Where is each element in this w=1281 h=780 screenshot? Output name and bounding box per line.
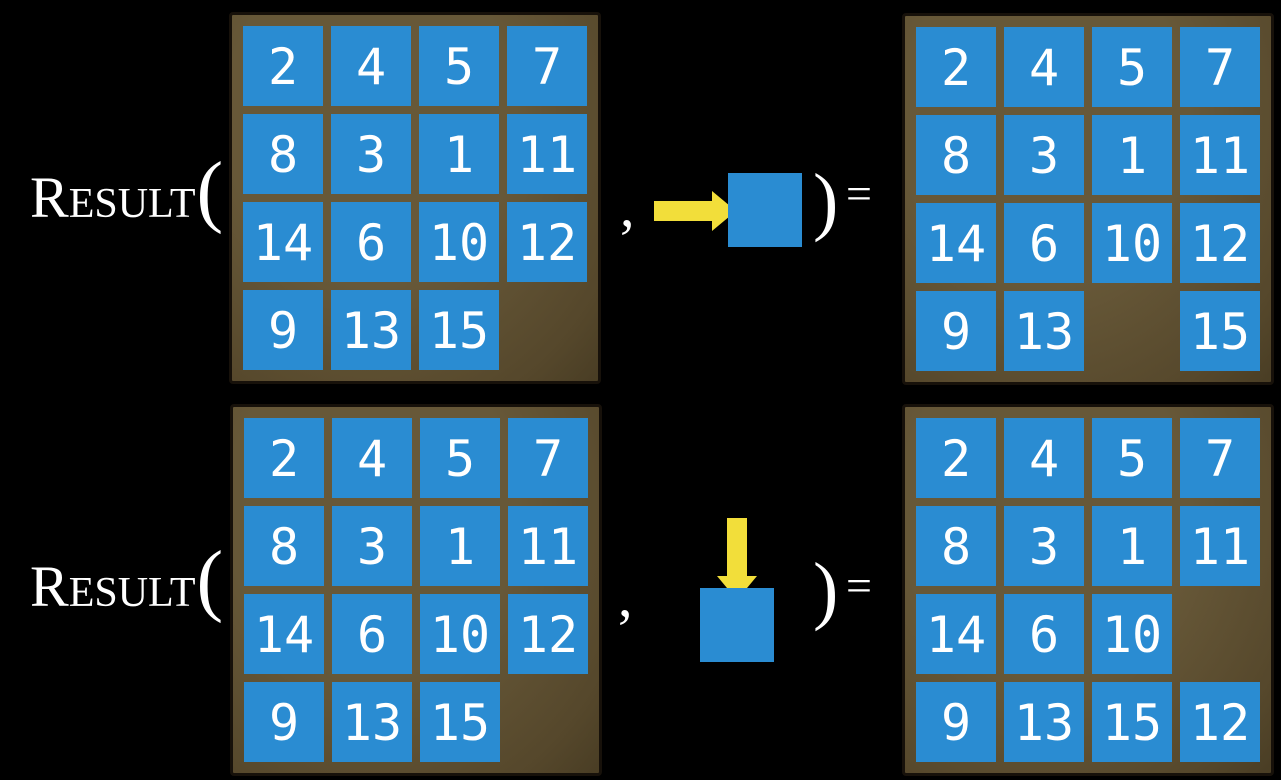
puzzle-tile-11: 11 bbox=[507, 114, 587, 194]
puzzle-tile-5: 5 bbox=[1092, 27, 1172, 107]
puzzle-tile-15: 15 bbox=[419, 290, 499, 370]
puzzle-tile-3: 3 bbox=[1004, 115, 1084, 195]
puzzle-tile-6: 6 bbox=[1004, 594, 1084, 674]
puzzle-tile-8: 8 bbox=[916, 115, 996, 195]
result-function-label: R ESULT ( bbox=[30, 540, 223, 620]
puzzle-tile-5: 5 bbox=[419, 26, 499, 106]
puzzle-tile-2: 2 bbox=[916, 27, 996, 107]
puzzle-tile-14: 14 bbox=[916, 594, 996, 674]
puzzle-tile-4: 4 bbox=[331, 26, 411, 106]
open-paren: ( bbox=[196, 536, 224, 624]
empty-cell bbox=[508, 682, 588, 762]
puzzle-tile-8: 8 bbox=[244, 506, 324, 586]
comma-separator: , bbox=[618, 564, 633, 629]
puzzle-tile-13: 13 bbox=[332, 682, 412, 762]
open-paren: ( bbox=[196, 147, 224, 235]
equals-sign: = bbox=[846, 168, 872, 219]
puzzle-tile-13: 13 bbox=[1004, 682, 1084, 762]
puzzle-tile-9: 9 bbox=[916, 682, 996, 762]
puzzle-tile-4: 4 bbox=[332, 418, 412, 498]
puzzle-tile-3: 3 bbox=[1004, 506, 1084, 586]
puzzle-tile-12: 12 bbox=[1180, 203, 1260, 283]
empty-cell bbox=[1180, 594, 1260, 674]
puzzle-tile-14: 14 bbox=[244, 594, 324, 674]
puzzle-tile-12: 12 bbox=[1180, 682, 1260, 762]
puzzle-tile-1: 1 bbox=[1092, 115, 1172, 195]
puzzle-tile-6: 6 bbox=[1004, 203, 1084, 283]
function-name-initial: R bbox=[30, 165, 69, 230]
puzzle-tile-7: 7 bbox=[507, 26, 587, 106]
function-name-initial: R bbox=[30, 554, 69, 619]
arrow-right-icon bbox=[654, 191, 736, 231]
puzzle-tile-3: 3 bbox=[332, 506, 412, 586]
puzzle-tile-2: 2 bbox=[916, 418, 996, 498]
puzzle-tile-11: 11 bbox=[1180, 115, 1260, 195]
puzzle-tile-11: 11 bbox=[1180, 506, 1260, 586]
puzzle-tile-7: 7 bbox=[1180, 418, 1260, 498]
action-tile-icon bbox=[728, 173, 802, 247]
puzzle-tile-15: 15 bbox=[1180, 291, 1260, 371]
puzzle-tile-9: 9 bbox=[243, 290, 323, 370]
puzzle-tile-4: 4 bbox=[1004, 27, 1084, 107]
puzzle-tile-5: 5 bbox=[420, 418, 500, 498]
result-function-label: R ESULT ( bbox=[30, 151, 223, 231]
puzzle-tile-10: 10 bbox=[1092, 594, 1172, 674]
equals-sign: = bbox=[846, 560, 872, 611]
puzzle-tile-3: 3 bbox=[331, 114, 411, 194]
puzzle-tile-1: 1 bbox=[419, 114, 499, 194]
function-name-rest: ESULT bbox=[68, 181, 196, 227]
puzzle-tile-12: 12 bbox=[507, 202, 587, 282]
puzzle-tile-9: 9 bbox=[916, 291, 996, 371]
puzzle-tile-11: 11 bbox=[508, 506, 588, 586]
puzzle-tile-12: 12 bbox=[508, 594, 588, 674]
puzzle-tile-10: 10 bbox=[1092, 203, 1172, 283]
puzzle-tile-10: 10 bbox=[420, 594, 500, 674]
puzzle-tile-6: 6 bbox=[332, 594, 412, 674]
puzzle-tile-15: 15 bbox=[420, 682, 500, 762]
puzzle-tile-2: 2 bbox=[244, 418, 324, 498]
puzzle-tile-10: 10 bbox=[419, 202, 499, 282]
puzzle-tile-6: 6 bbox=[331, 202, 411, 282]
puzzle-tile-1: 1 bbox=[1092, 506, 1172, 586]
comma-separator: , bbox=[620, 174, 635, 239]
puzzle-tile-15: 15 bbox=[1092, 682, 1172, 762]
puzzle-tile-2: 2 bbox=[243, 26, 323, 106]
puzzle-tile-1: 1 bbox=[420, 506, 500, 586]
puzzle-tile-8: 8 bbox=[243, 114, 323, 194]
puzzle-tile-13: 13 bbox=[331, 290, 411, 370]
puzzle-tile-7: 7 bbox=[508, 418, 588, 498]
puzzle-tile-7: 7 bbox=[1180, 27, 1260, 107]
puzzle-tile-14: 14 bbox=[243, 202, 323, 282]
puzzle-tile-13: 13 bbox=[1004, 291, 1084, 371]
puzzle-tile-8: 8 bbox=[916, 506, 996, 586]
action-tile-icon bbox=[700, 588, 774, 662]
puzzle-tile-5: 5 bbox=[1092, 418, 1172, 498]
puzzle-tile-9: 9 bbox=[244, 682, 324, 762]
close-paren: ) bbox=[813, 548, 839, 632]
function-name-rest: ESULT bbox=[68, 570, 196, 616]
puzzle-tile-14: 14 bbox=[916, 203, 996, 283]
close-paren: ) bbox=[813, 159, 839, 243]
puzzle-tile-4: 4 bbox=[1004, 418, 1084, 498]
